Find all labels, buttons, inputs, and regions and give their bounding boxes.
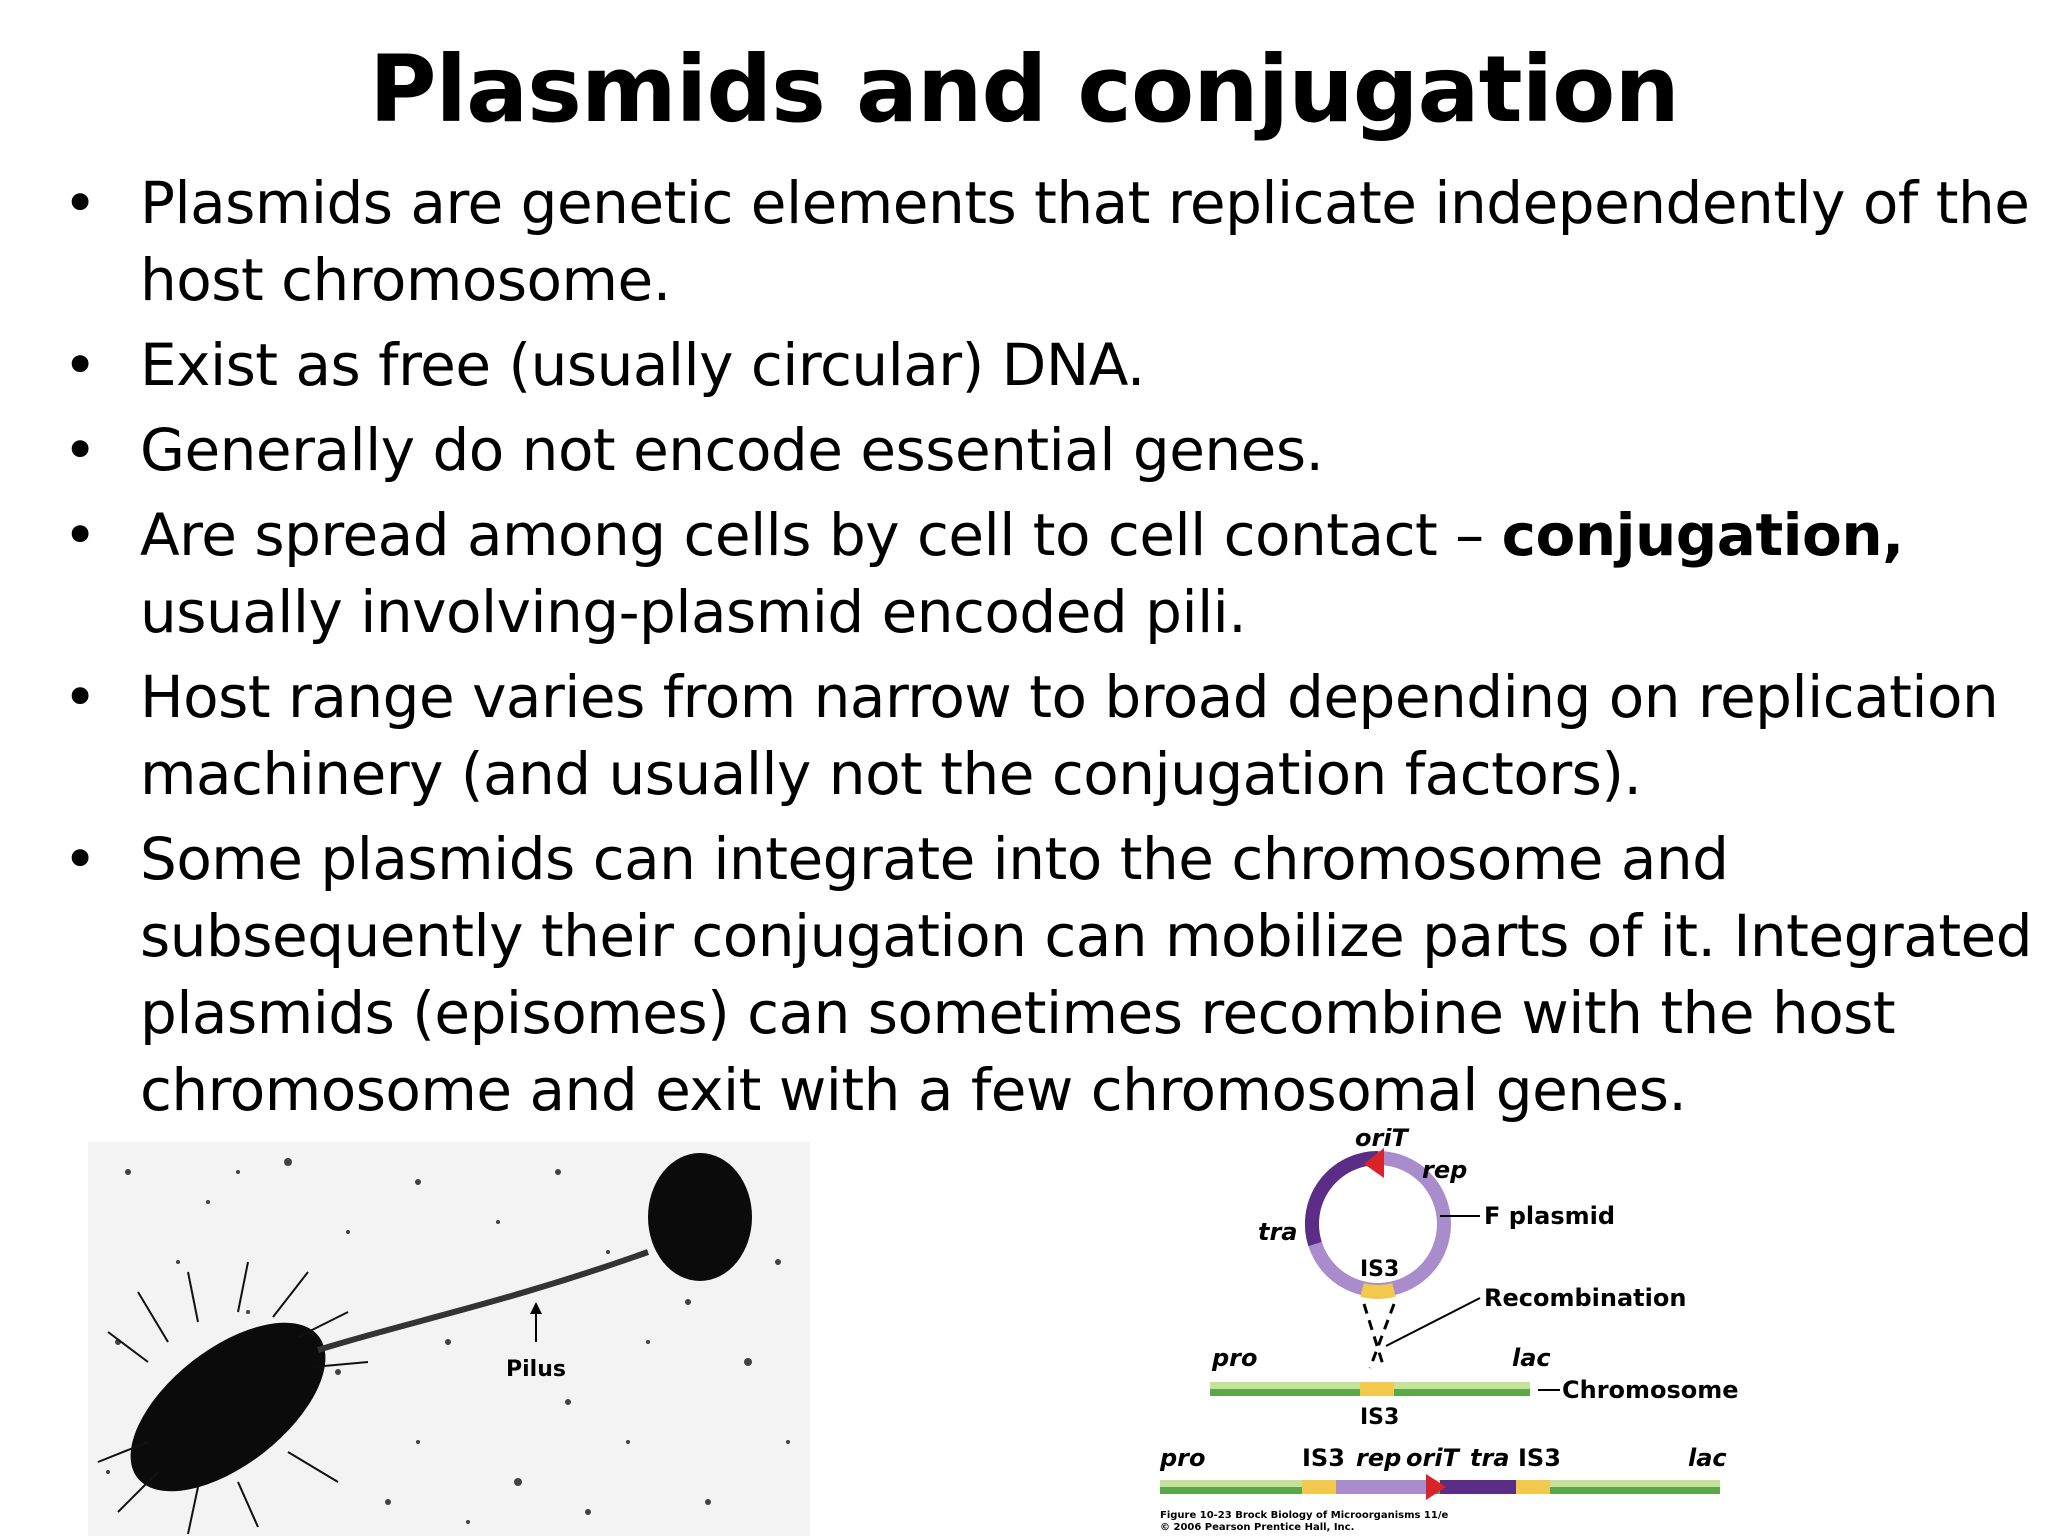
bullet-dot: • — [63, 416, 97, 484]
bullet-dot: • — [63, 331, 97, 399]
pilus-label: Pilus — [506, 1357, 566, 1382]
bottom-lac-label: lac — [1688, 1444, 1727, 1472]
micrograph-image: Pilus — [88, 1142, 810, 1536]
pilus-strand — [317, 1249, 650, 1353]
bullet-text: Plasmids are genetic elements that repli… — [140, 169, 2030, 314]
bottom-is3-left-label: IS3 — [1302, 1444, 1345, 1472]
crossover-lines — [1362, 1297, 1481, 1369]
f-plasmid-label: F plasmid — [1484, 1202, 1615, 1230]
rep-label: rep — [1422, 1156, 1467, 1184]
bullet-dot: • — [63, 663, 97, 731]
f-plasmid-diagram: oriT rep tra F plasmid IS3 Recombination… — [1150, 1124, 1750, 1536]
left-bacterium — [97, 1261, 369, 1535]
bullet-item: • Some plasmids can integrate into the ch… — [55, 821, 2035, 1129]
bullet-text: Exist as free (usually circular) DNA. — [140, 331, 1145, 399]
bullet-text: Some plasmids can integrate into the chr… — [140, 825, 2033, 1124]
conjugation-micrograph: Pilus — [88, 1142, 810, 1536]
bullet-dot: • — [63, 501, 97, 569]
bullet-list: • Plasmids are genetic elements that repl… — [55, 165, 2035, 1137]
integrated-chromosome-bar — [1160, 1474, 1720, 1500]
micrograph-speckles — [106, 1158, 790, 1524]
bullet-text: Generally do not encode essential genes. — [140, 416, 1324, 484]
bottom-is3-right-label: IS3 — [1518, 1444, 1561, 1472]
lac-label: lac — [1512, 1344, 1551, 1372]
chromosome-bar — [1210, 1382, 1530, 1396]
bottom-rep-label: rep — [1356, 1444, 1401, 1472]
bullet-item: • Exist as free (usually circular) DNA. — [55, 327, 2035, 404]
bullet-dot: • — [63, 169, 97, 237]
figure-credit-line2: © 2006 Pearson Prentice Hall, Inc. — [1160, 1522, 1354, 1533]
chromosome-label: Chromosome — [1562, 1376, 1739, 1404]
orit-label: oriT — [1355, 1128, 1410, 1152]
is3-mid-label: IS3 — [1360, 1405, 1399, 1430]
right-bacterium — [648, 1153, 752, 1281]
bullet-dot: • — [63, 825, 97, 893]
integration-figure: oriT rep tra F plasmid IS3 Recombination… — [1159, 1124, 1739, 1533]
tra-label: tra — [1258, 1218, 1298, 1246]
recombination-label: Recombination — [1484, 1284, 1686, 1312]
integrated-orit-arrow — [1426, 1474, 1446, 1500]
bottom-orit-label: oriT — [1406, 1444, 1461, 1472]
bullet-text: Host range varies from narrow to broad d… — [140, 663, 1999, 808]
slide-title: Plasmids and conjugation — [369, 36, 1680, 143]
orit-arrow — [1364, 1148, 1384, 1178]
bullet-item: • Plasmids are genetic elements that repl… — [55, 165, 2035, 319]
bullet-item: • Generally do not encode essential genes… — [55, 412, 2035, 489]
bottom-pro-label: pro — [1159, 1444, 1206, 1472]
bullet-item: • Host range varies from narrow to broad … — [55, 659, 2035, 813]
bottom-tra-label: tra — [1470, 1444, 1510, 1472]
pilus-arrow — [530, 1302, 542, 1342]
bullet-bold-term: conjugation, — [1501, 501, 1905, 569]
f-plasmid-circle — [1304, 1148, 1451, 1299]
bullet-text-after: usually involving-plasmid encoded pili. — [140, 578, 1247, 646]
figure-credit-line1: Figure 10-23 Brock Biology of Microorgan… — [1160, 1510, 1448, 1521]
bullet-item: • Are spread among cells by cell to cell … — [55, 497, 2035, 651]
pro-label: pro — [1211, 1344, 1258, 1372]
is3-top-label: IS3 — [1360, 1257, 1399, 1282]
bullet-text-before: Are spread among cells by cell to cell c… — [140, 501, 1502, 569]
